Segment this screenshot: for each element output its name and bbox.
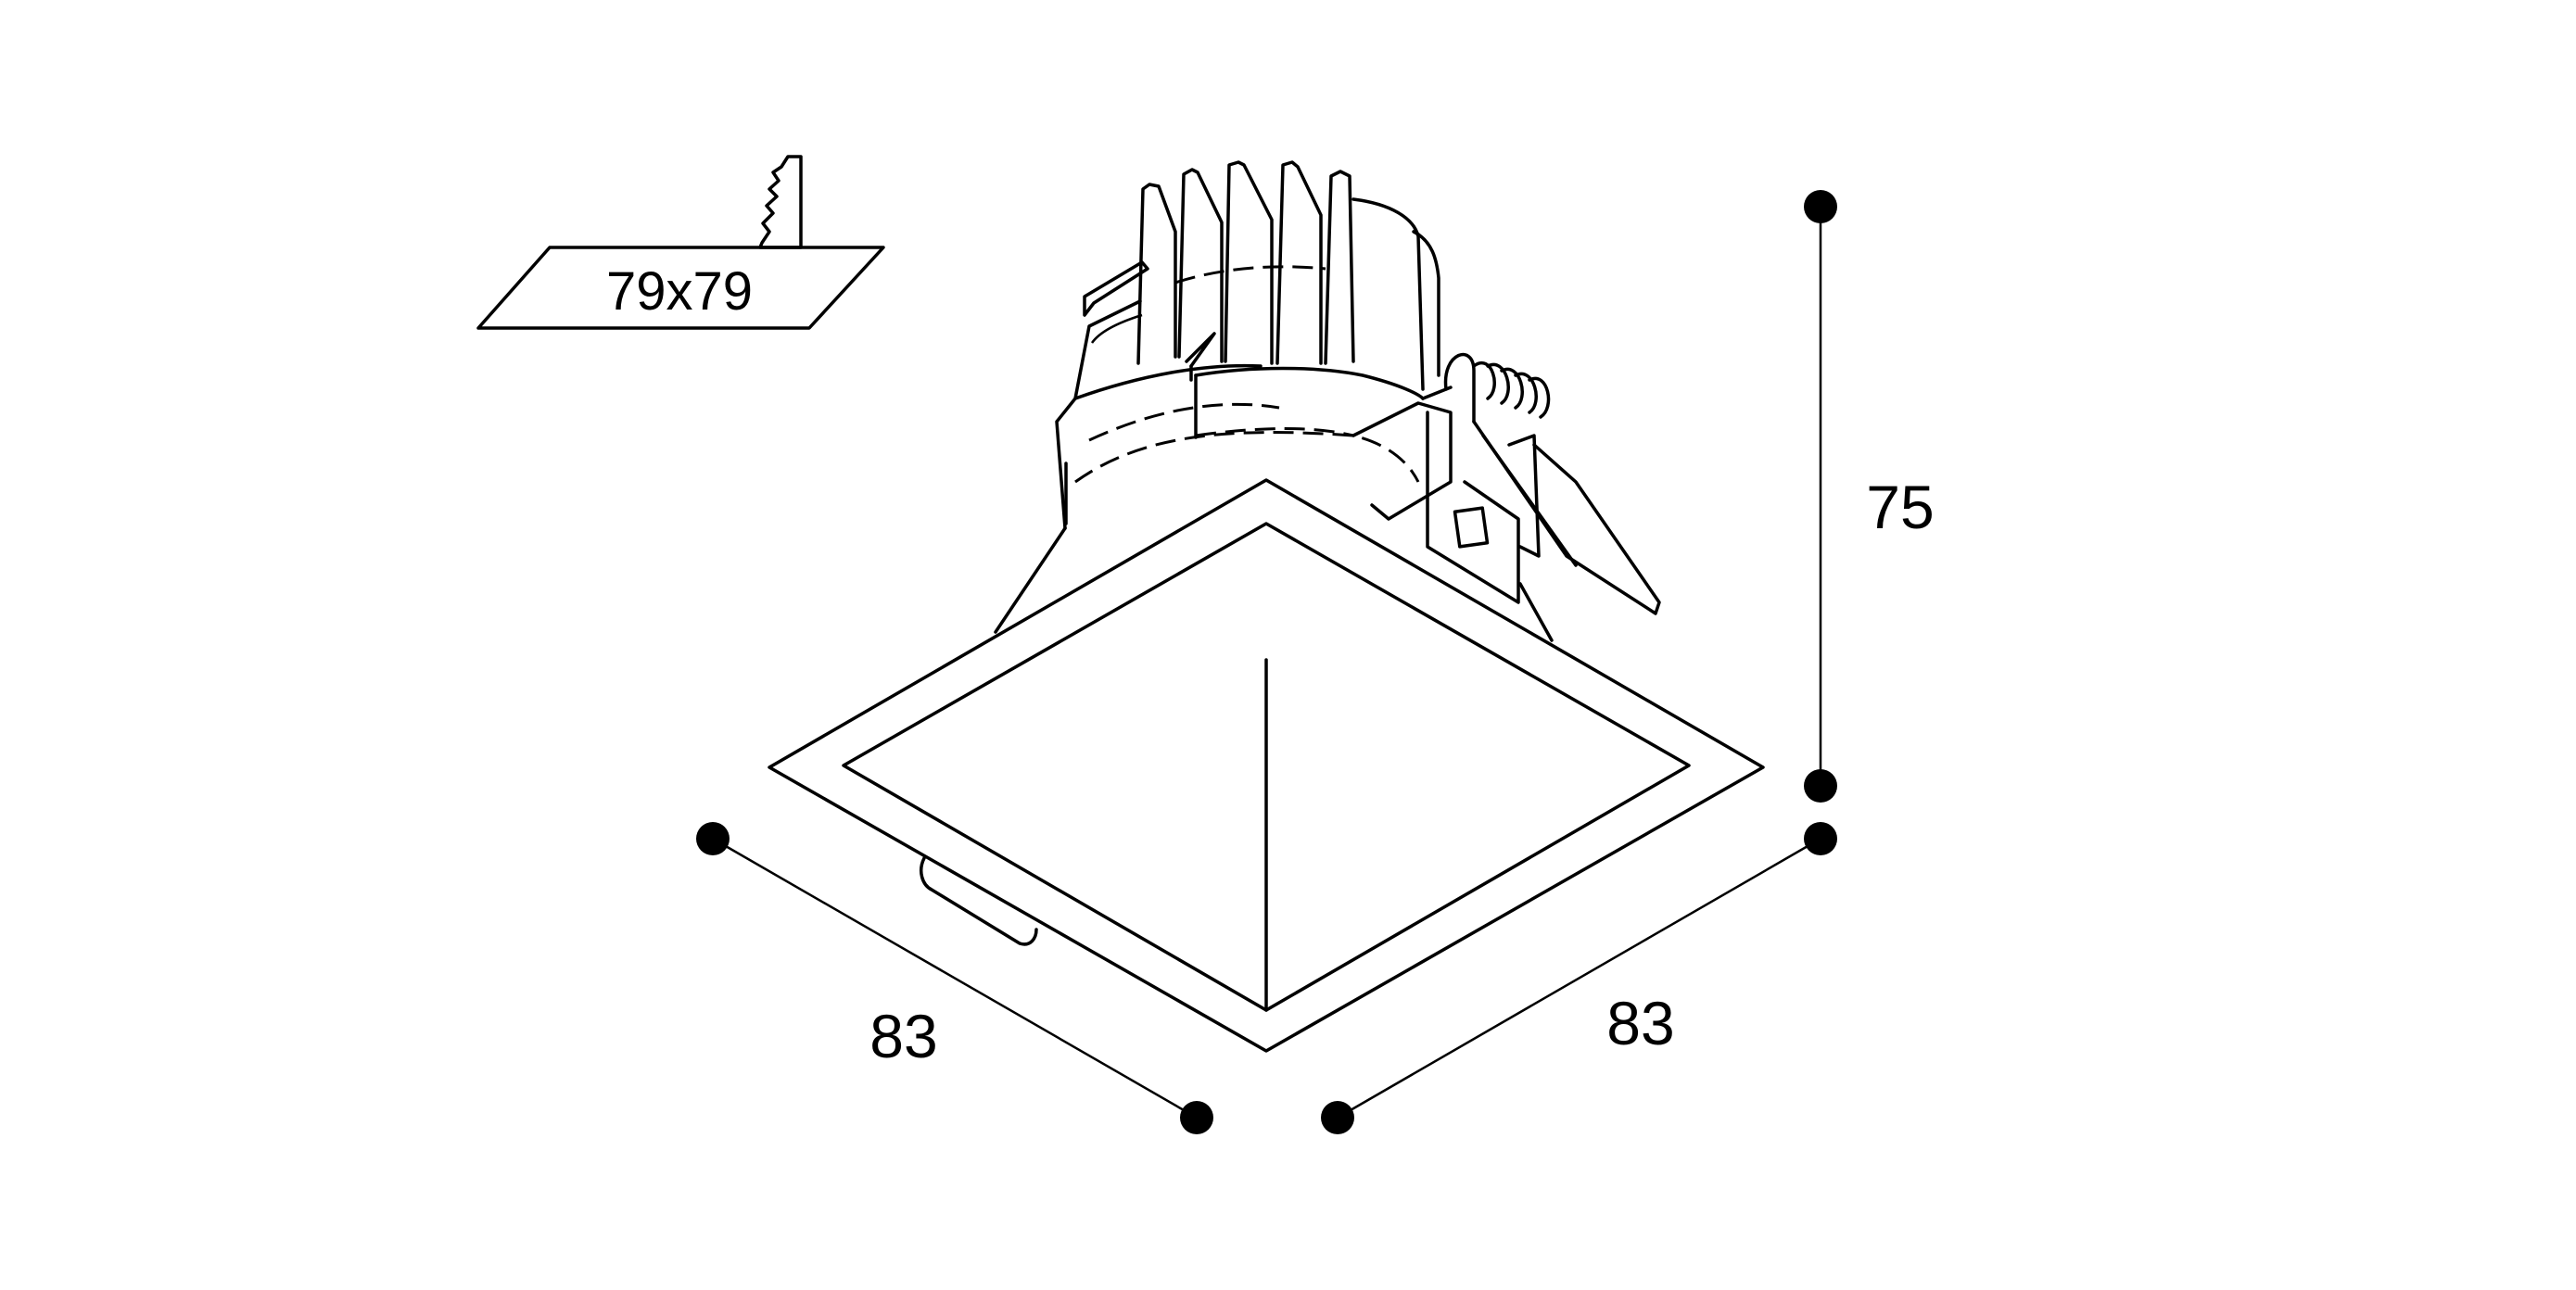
width-right-dimension: 83 [1321, 822, 1837, 1134]
height-label: 75 [1866, 473, 1934, 541]
ceiling-section-icon [758, 155, 803, 249]
cutout-symbol: 79x79 [476, 155, 885, 330]
trim-clip [920, 856, 1038, 946]
width-left-label: 83 [869, 1002, 937, 1070]
spring-clip [1351, 352, 1661, 615]
heatsink-fins [1090, 160, 1440, 391]
fixture-body [994, 160, 1661, 662]
width-right-label: 83 [1606, 989, 1674, 1057]
height-dimension: 75 [1804, 190, 1935, 803]
square-trim [768, 478, 1765, 1053]
cutout-size-label: 79x79 [606, 261, 753, 322]
width-left-dimension: 83 [696, 822, 1213, 1134]
